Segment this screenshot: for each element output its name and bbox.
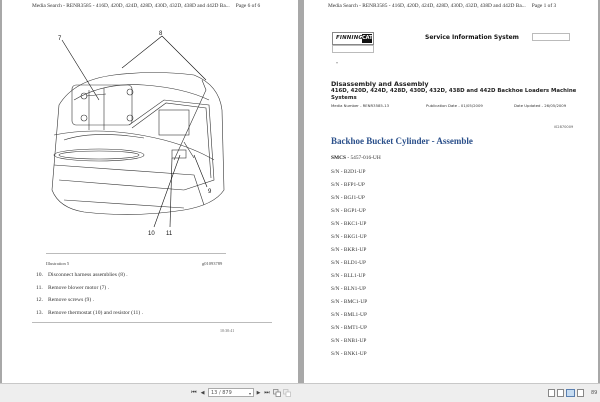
copy-page-icon[interactable] bbox=[273, 389, 281, 397]
serial-number: S/N - BGJ1-UP bbox=[331, 195, 365, 201]
first-page-icon[interactable]: ⏮ bbox=[191, 389, 197, 396]
page-label: Page 1 of 3 bbox=[531, 3, 557, 9]
serial-number: S/N - BNK1-UP bbox=[331, 351, 367, 357]
callout-9: 9 bbox=[208, 189, 212, 195]
header-title: Media Search - RENR3585 - 416D, 420D, 42… bbox=[32, 3, 230, 9]
footer-timestamp: 10:30:41 bbox=[220, 328, 235, 333]
continuous-two-page-view-icon[interactable] bbox=[577, 389, 584, 397]
step-item: 12.Remove screws (9) . bbox=[36, 297, 94, 303]
serial-number: S/N - BLL1-UP bbox=[331, 273, 366, 279]
system-title: Service Information System bbox=[425, 34, 519, 41]
header-title: Media Search - RENR3585 - 416D, 420D, 42… bbox=[328, 3, 526, 9]
serial-number: S/N - BMC1-UP bbox=[331, 299, 368, 305]
page-number-field[interactable]: 13 / 879 ▾ bbox=[208, 388, 254, 397]
finning-cat-logo: FINNING CAT bbox=[332, 32, 374, 45]
publication-date: Publication Date - 01/05/2009 bbox=[426, 103, 483, 108]
paste-page-icon[interactable] bbox=[283, 389, 291, 397]
graphic-id: g01093789 bbox=[202, 261, 223, 266]
left-page: Media Search - RENR3585 - 416D, 420D, 42… bbox=[2, 0, 298, 383]
page-header: Media Search - RENR3585 - 416D, 420D, 42… bbox=[328, 3, 556, 9]
doc-title: Disassembly and Assembly bbox=[331, 80, 429, 88]
zoom-level[interactable]: 89 bbox=[591, 390, 598, 396]
serial-number: S/N - BNB1-UP bbox=[331, 338, 367, 344]
chevron-down-icon[interactable]: ▾ bbox=[248, 391, 251, 396]
illustration-blower-motor: 7 8 9 10 11 bbox=[51, 31, 225, 237]
doc-id: i02870009 bbox=[554, 125, 574, 129]
serial-number: S/N - BKG1-UP bbox=[331, 234, 367, 240]
serial-number: S/N - BGP1-UP bbox=[331, 208, 366, 214]
last-page-icon[interactable]: ⏭ bbox=[264, 389, 270, 396]
callout-10: 10 bbox=[148, 231, 155, 237]
serial-number: S/N - BML1-UP bbox=[331, 312, 367, 318]
serial-number: S/N - BLD1-UP bbox=[331, 260, 367, 266]
callout-7: 7 bbox=[58, 36, 62, 42]
single-page-view-icon[interactable] bbox=[548, 389, 555, 397]
page-label: Page 6 of 6 bbox=[235, 3, 261, 9]
page-header: Media Search - RENR3585 - 416D, 420D, 42… bbox=[32, 3, 260, 9]
divider bbox=[46, 253, 226, 254]
step-item: 13.Remove thermostat (10) and resistor (… bbox=[36, 310, 144, 316]
step-item: 11.Remove blower motor (7) . bbox=[36, 285, 110, 291]
serial-number: S/N - BMT1-UP bbox=[331, 325, 367, 331]
footer-divider bbox=[32, 322, 272, 323]
prev-page-icon[interactable]: ◀ bbox=[200, 390, 205, 396]
form-field[interactable] bbox=[332, 45, 374, 53]
date-updated: Date Updated - 26/05/2009 bbox=[514, 103, 567, 108]
right-page: Media Search - RENR3585 - 416D, 420D, 42… bbox=[304, 0, 598, 383]
next-page-icon[interactable]: ▶ bbox=[256, 390, 261, 396]
serial-number: S/N - BLN1-UP bbox=[331, 286, 367, 292]
callout-8: 8 bbox=[159, 31, 163, 37]
step-item: 10.Disconnect harness assemblies (8) . bbox=[36, 272, 128, 278]
serial-number: S/N - BFP1-UP bbox=[331, 182, 365, 188]
callout-11: 11 bbox=[166, 231, 173, 237]
illustration-caption: Illustration 5 bbox=[46, 261, 70, 266]
continuous-view-icon[interactable] bbox=[557, 389, 564, 397]
marker: * bbox=[336, 61, 338, 66]
serial-number: S/N - BKR1-UP bbox=[331, 247, 367, 253]
two-page-view-icon[interactable] bbox=[566, 389, 575, 397]
form-field[interactable] bbox=[532, 33, 570, 41]
serial-number: S/N - BKC1-UP bbox=[331, 221, 367, 227]
doc-subtitle: 416D, 420D, 424D, 428D, 430D, 432D, 438D… bbox=[331, 88, 577, 101]
procedure-title: Backhoe Bucket Cylinder - Assemble bbox=[331, 136, 473, 146]
media-number: Media Number - RENR3585-13 bbox=[331, 103, 390, 108]
navigation-toolbar: ⏮ ◀ 13 / 879 ▾ ▶ ⏭ 89 bbox=[0, 383, 600, 402]
smcs-code: SMCS - 5457-016-UH bbox=[331, 155, 381, 161]
serial-number: S/N - B2D1-UP bbox=[331, 169, 366, 175]
